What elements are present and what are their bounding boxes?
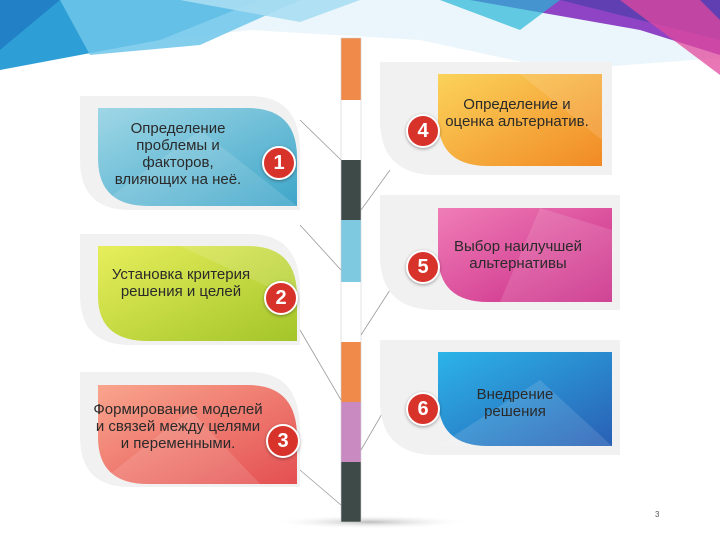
step-3: Формирование моделей и связей между целя… — [93, 385, 298, 484]
step-4-text: Определение и оценка альтернатив. — [445, 96, 589, 130]
step-6-card-shape — [438, 352, 612, 446]
step-1-text: Определение проблемы и факторов, влияющи… — [114, 120, 242, 188]
step-1-badge: 1 — [262, 146, 296, 180]
step-4: Определение и оценка альтернатив. — [438, 74, 602, 166]
step-5-text: Выбор наилучшей альтернативы — [453, 238, 583, 272]
step-4-badge: 4 — [406, 114, 440, 148]
facet-overlays — [98, 74, 612, 484]
step-2-badge: 2 — [264, 281, 298, 315]
top-decoration — [0, 0, 720, 75]
step-2-card-shape — [98, 246, 297, 341]
step-5: Выбор наилучшей альтернативы — [438, 208, 612, 302]
step-6: Внедрение решения — [438, 352, 612, 446]
pole — [340, 37, 362, 523]
step-3-text: Формирование моделей и связей между целя… — [93, 401, 263, 452]
step-5-card-shape — [438, 208, 612, 302]
step-6-text: Внедрение решения — [476, 386, 554, 420]
step-1-card-shape — [98, 108, 297, 206]
step-2: Установка критерия решения и целей — [98, 246, 298, 341]
step-2-text: Установка критерия решения и целей — [111, 266, 251, 300]
page-number: 3 — [655, 510, 660, 519]
connector-lines — [299, 119, 391, 506]
step-3-card-shape — [98, 385, 297, 484]
step-4-card-shape — [438, 74, 602, 166]
step-5-badge: 5 — [406, 250, 440, 284]
step-3-badge: 3 — [266, 424, 300, 458]
step-1: Определение проблемы и факторов, влияющи… — [98, 108, 298, 206]
pole-shadow — [270, 515, 470, 529]
step-6-badge: 6 — [406, 392, 440, 426]
